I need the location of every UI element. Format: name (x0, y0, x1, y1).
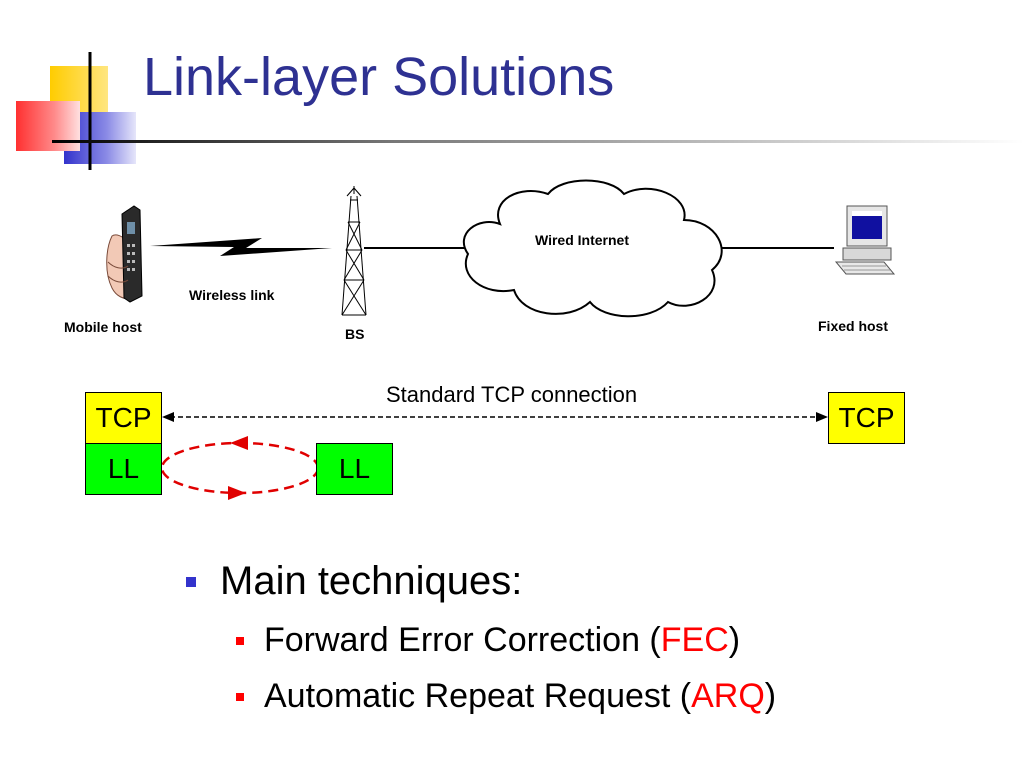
mobile-phone-icon (106, 205, 143, 303)
tcp-connection-label: Standard TCP connection (386, 382, 638, 407)
bullet-main: Main techniques: (180, 556, 1000, 612)
base-station-label: BS (345, 326, 365, 342)
internet-cloud-icon (462, 179, 723, 318)
middle-ll-box: LL (316, 443, 393, 495)
bullet-main-text: Main techniques: (220, 559, 523, 603)
bullet-square-icon (236, 637, 244, 645)
fec-highlight: FEC (660, 621, 729, 659)
bullet-sub-fec: Forward Error Correction (FEC) (180, 612, 1000, 668)
bullet-list: Main techniques: Forward Error Correctio… (180, 556, 1000, 724)
bullet-sub-arq: Automatic Repeat Request (ARQ) (180, 668, 1000, 724)
bullet-square-icon (236, 693, 244, 701)
base-station-tower-icon (341, 186, 367, 316)
bullet-text-suffix: ) (764, 677, 777, 715)
cloud-label: Wired Internet (535, 232, 629, 248)
bullet-text: Automatic Repeat Request ( (264, 677, 692, 715)
desktop-computer-icon (834, 205, 896, 275)
fixed-host-label: Fixed host (818, 318, 889, 334)
corner-decoration (16, 52, 150, 170)
left-tcp-box: TCP (85, 392, 162, 444)
bullet-text: Forward Error Correction ( (264, 621, 661, 659)
slide-title: Link-layer Solutions (143, 47, 615, 107)
left-ll-box: LL (85, 443, 162, 495)
right-tcp-box: TCP (828, 392, 905, 444)
title-underline (52, 140, 1024, 143)
network-diagram (106, 179, 896, 318)
arq-highlight: ARQ (691, 677, 765, 715)
wireless-lightning-icon (150, 238, 332, 256)
wireless-link-label: Wireless link (189, 287, 275, 303)
protocol-stack-diagram: Standard TCP connection TCP LL LL TCP (0, 380, 1024, 510)
mobile-host-label: Mobile host (64, 319, 142, 335)
bullet-text-suffix: ) (728, 621, 741, 659)
bullet-square-icon (186, 577, 196, 587)
